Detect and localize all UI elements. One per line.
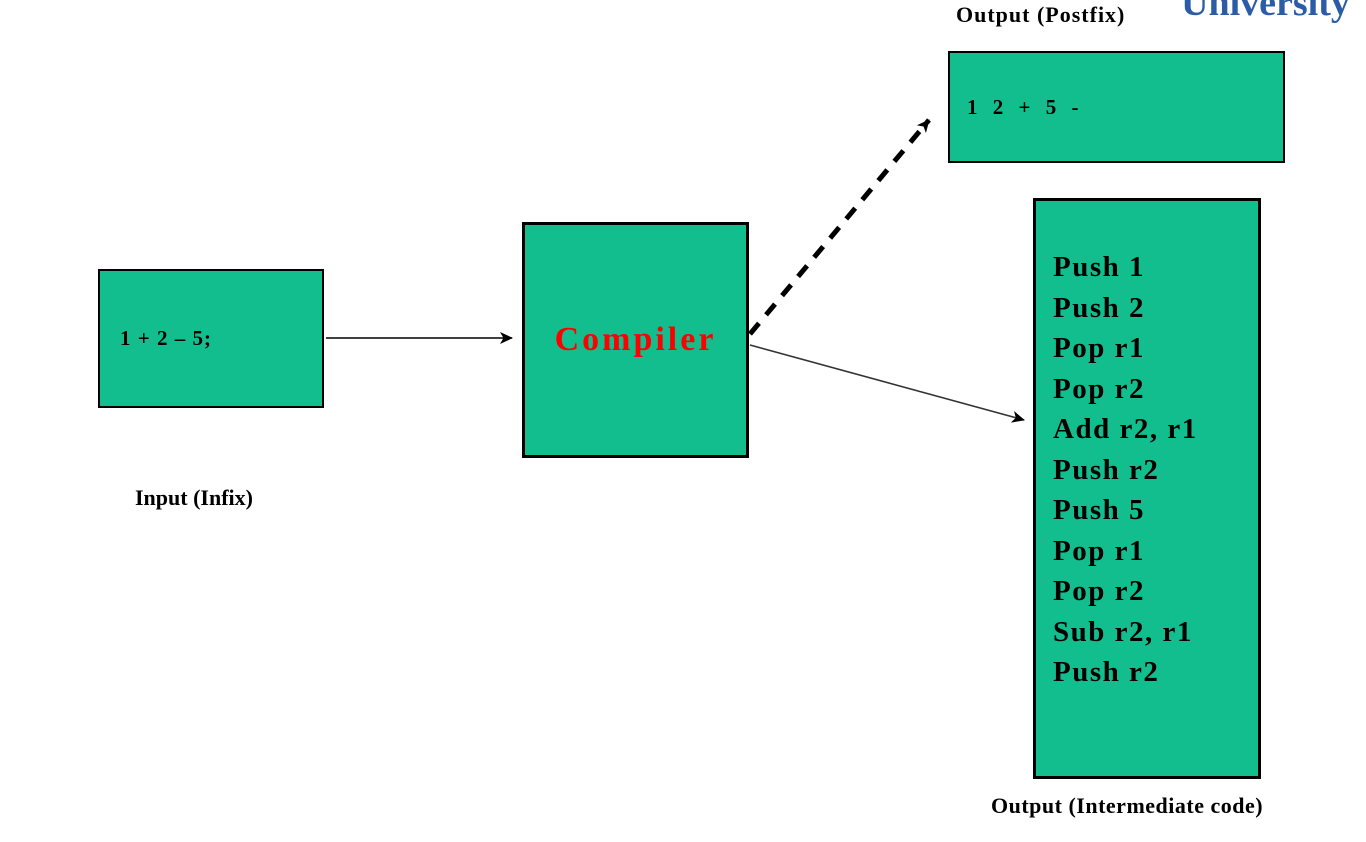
arrow-compiler-to-intermediate <box>749 344 1025 423</box>
code-line: Push 1 <box>1053 251 1146 283</box>
code-line: Pop r2 <box>1053 575 1145 607</box>
postfix-output-label: Output (Postfix) <box>956 2 1126 27</box>
intermediate-code-box: Push 1 Push 2 Pop r1 Pop r2 Add r2, r1 P… <box>1033 198 1261 779</box>
code-line: Push r2 <box>1053 453 1160 486</box>
code-line: Push 5 <box>1053 494 1146 526</box>
compiler-title: Compiler <box>554 321 717 358</box>
code-line: Push 2 <box>1053 291 1146 324</box>
code-line: Pop r1 <box>1053 534 1145 567</box>
input-infix-label: Input (Infix) <box>135 485 253 510</box>
university-watermark: University <box>1181 0 1350 24</box>
code-line: Add r2, r1 <box>1053 413 1198 445</box>
code-line: Sub r2, r1 <box>1053 615 1193 648</box>
arrow-compiler-to-postfix <box>748 118 931 336</box>
input-infix-box: 1 + 2 – 5; <box>98 269 324 408</box>
postfix-output-box: 1 2 + 5 - <box>948 51 1285 163</box>
infix-expression-text: 1 + 2 – 5; <box>120 326 212 350</box>
code-line: Push r2 <box>1053 656 1160 688</box>
postfix-expression-text: 1 2 + 5 - <box>967 94 1079 119</box>
code-line: Pop r1 <box>1053 332 1145 364</box>
code-line: Pop r2 <box>1053 372 1145 405</box>
intermediate-output-label: Output (Intermediate code) <box>991 793 1264 818</box>
compiler-box: Compiler <box>522 222 749 458</box>
